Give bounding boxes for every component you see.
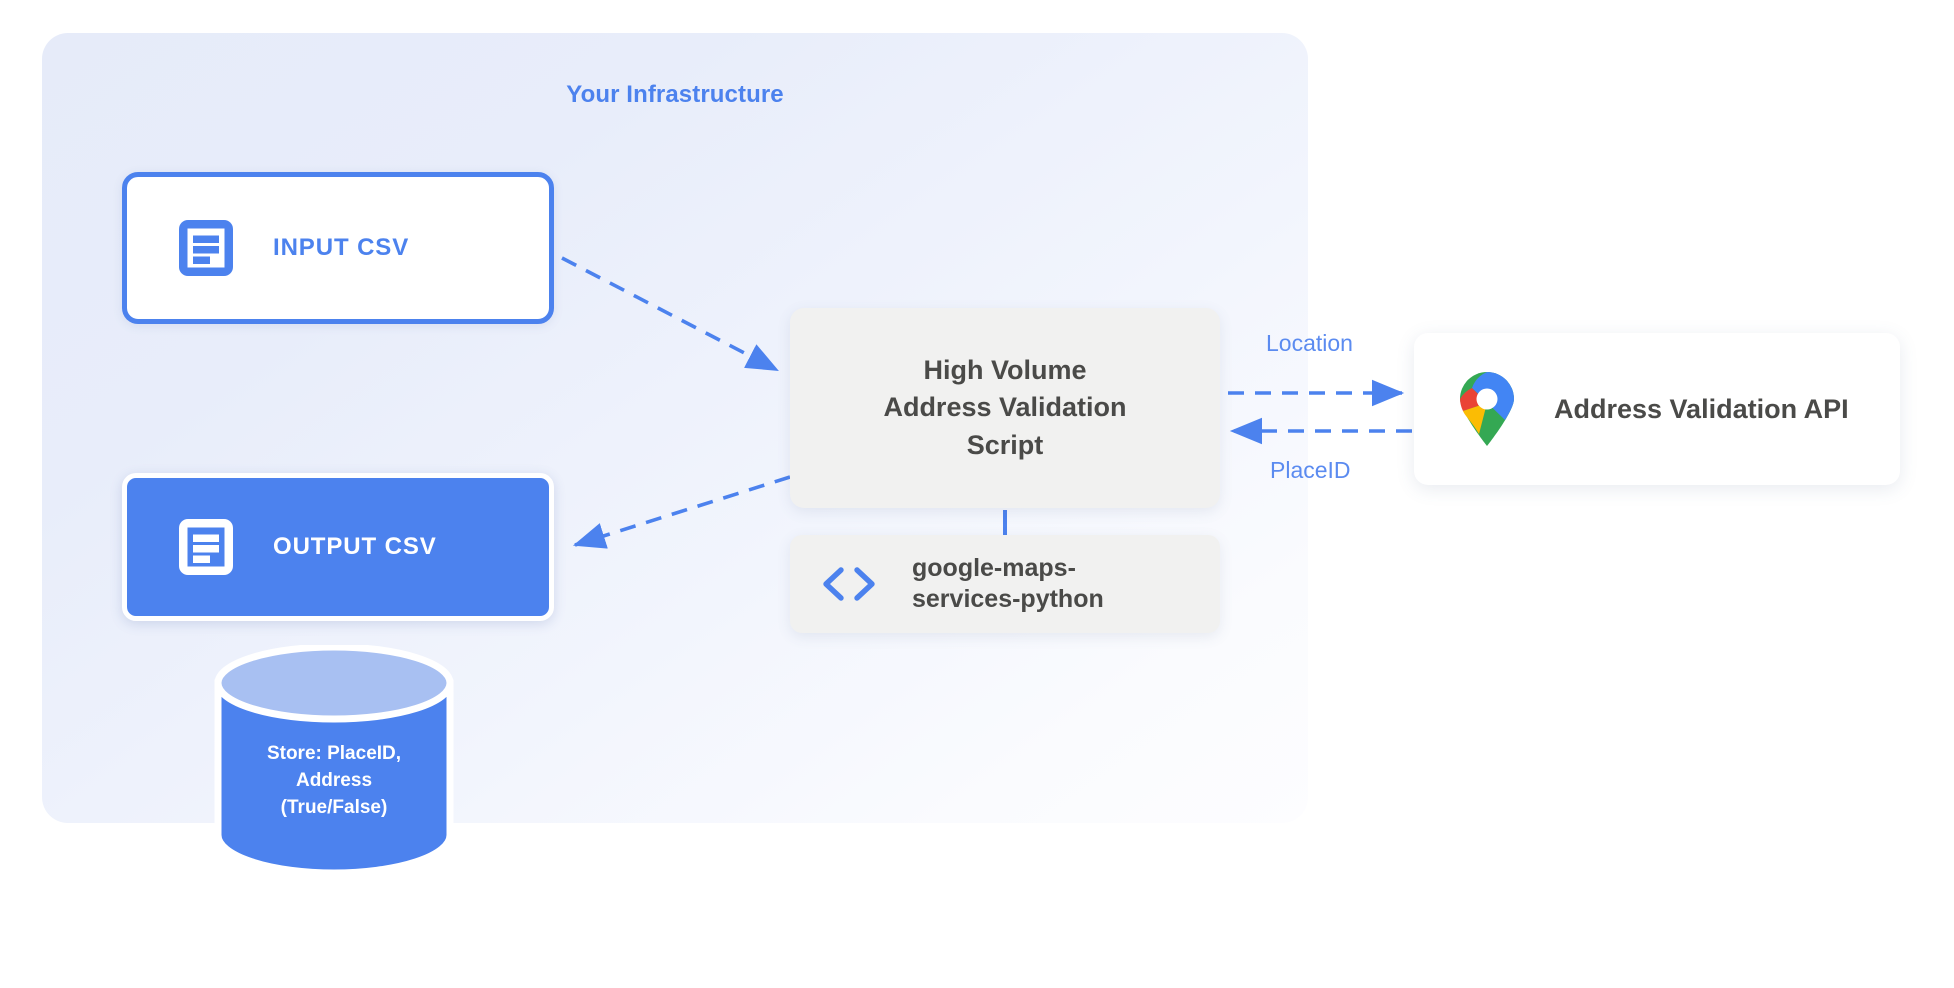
output-csv-label: OUTPUT CSV: [273, 533, 437, 560]
google-maps-pin-icon: [1460, 372, 1514, 446]
input-csv-label: INPUT CSV: [273, 234, 410, 261]
library-line-2: services-python: [912, 585, 1104, 613]
infrastructure-title: Your Infrastructure: [566, 81, 784, 108]
script-card[interactable]: High Volume Address Validation Script: [790, 308, 1220, 508]
address-validation-api-label: Address Validation API: [1554, 393, 1849, 424]
document-icon: [179, 220, 233, 276]
script-line-3: Script: [966, 429, 1044, 460]
output-csv-card[interactable]: OUTPUT CSV: [122, 473, 554, 621]
database-cylinder[interactable]: Store: PlaceID, Address (True/False): [212, 643, 456, 877]
input-csv-card[interactable]: INPUT CSV: [122, 172, 554, 324]
code-brackets-icon: [823, 567, 875, 601]
connector-label-placeid: PlaceID: [1270, 457, 1351, 483]
address-validation-api-card[interactable]: Address Validation API: [1414, 333, 1900, 485]
database-shape: [214, 643, 454, 877]
script-line-2: Address Validation: [883, 392, 1127, 423]
connector-label-location: Location: [1266, 330, 1353, 356]
library-card[interactable]: google-maps- services-python: [790, 535, 1220, 633]
script-line-1: High Volume: [923, 355, 1087, 386]
document-icon: [179, 519, 233, 575]
library-line-1: google-maps-: [912, 553, 1076, 582]
